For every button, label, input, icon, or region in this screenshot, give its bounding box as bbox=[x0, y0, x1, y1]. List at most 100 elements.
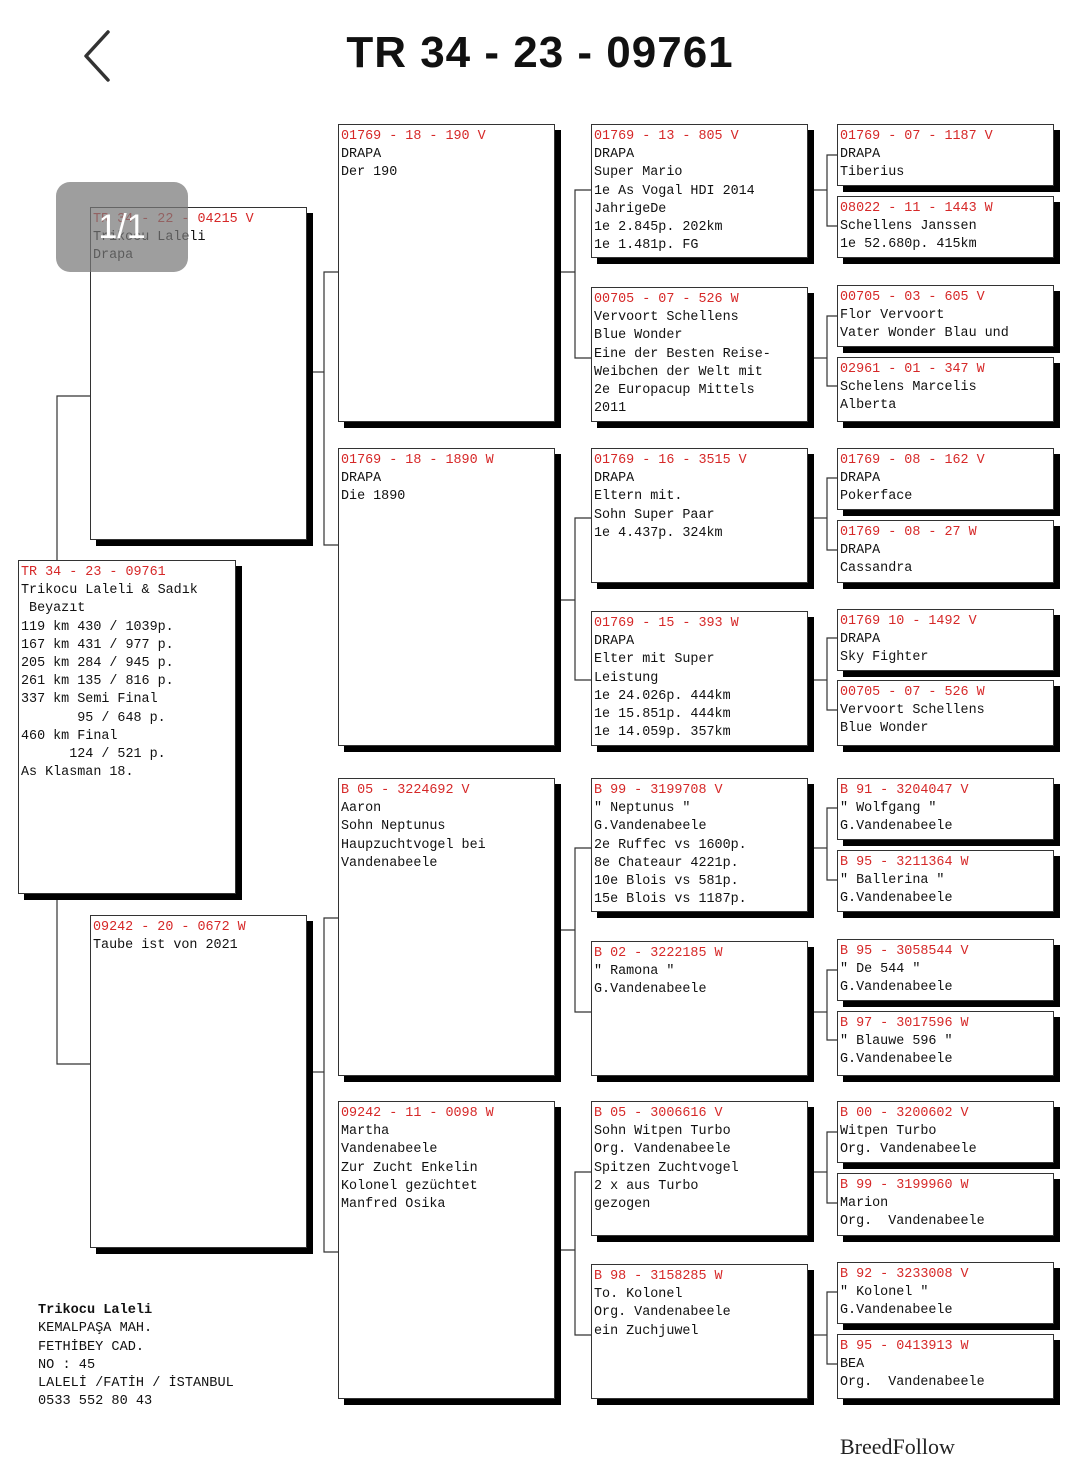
card-line: 1e 2.845p. 202km bbox=[594, 220, 723, 236]
card-line: 15e Blois vs 1187p. bbox=[594, 892, 747, 908]
card-line: G.Vandenabeele bbox=[594, 982, 707, 998]
card-line: " Kolonel " bbox=[840, 1285, 929, 1301]
great-grandparent-card-10[interactable]: B 95 - 3211364 W " Ballerina " G.Vandenabe… bbox=[837, 850, 1054, 912]
ring-number: 02961 - 01 - 347 W bbox=[840, 362, 985, 377]
card-line: G.Vandenabeele bbox=[594, 819, 707, 835]
card-line: 2e Europacup Mittels bbox=[594, 383, 755, 399]
card-line: Taube ist von 2021 bbox=[93, 938, 238, 954]
card-line: Aaron bbox=[341, 801, 382, 817]
card-line: Schelens Marcelis bbox=[840, 380, 977, 396]
card-line: Sky Fighter bbox=[840, 650, 929, 666]
brand-watermark: BreedFollow bbox=[840, 1434, 955, 1459]
card-line: Kolonel gezüchtet bbox=[341, 1178, 478, 1194]
ring-number: TR 34 - 23 - 09761 bbox=[21, 565, 166, 580]
ring-number: 00705 - 07 - 526 W bbox=[840, 685, 985, 700]
ring-number: 00705 - 07 - 526 W bbox=[594, 292, 739, 307]
great-grandparent-card-9[interactable]: B 91 - 3204047 V" Wolfgang "G.Vandenabee… bbox=[837, 778, 1054, 840]
great-grandparent-card-7[interactable]: 01769 10 - 1492 V DRAPA Sky Fighter bbox=[837, 609, 1054, 671]
card-line: 1e 14.059p. 357km bbox=[594, 725, 731, 741]
great-grandparent-card-11[interactable]: B 95 - 3058544 V" De 544 "G.Vandenabeele bbox=[837, 939, 1054, 1001]
card-line: Schellens Janssen bbox=[840, 219, 977, 235]
ring-number: B 92 - 3233008 V bbox=[840, 1267, 969, 1282]
card-line: 119 km 430 / 1039p. bbox=[21, 619, 174, 635]
ring-number: B 02 - 3222185 W bbox=[594, 946, 723, 961]
card-line: " Neptunus " bbox=[594, 801, 691, 817]
owner-address-line: FETHİBEY CAD. bbox=[38, 1339, 145, 1355]
ring-number: B 91 - 3204047 V bbox=[840, 783, 969, 798]
owner-address-line: LALELİ /FATİH / İSTANBUL bbox=[38, 1376, 234, 1392]
card-line: 337 km Semi Final bbox=[21, 692, 158, 708]
great-grandparent-card-15[interactable]: B 92 - 3233008 V " Kolonel " G.Vandenabeel… bbox=[837, 1262, 1054, 1324]
owner-address-line: KEMALPAŞA MAH. bbox=[38, 1321, 153, 1337]
card-line: Beyazıt bbox=[21, 601, 86, 617]
page-counter-badge: 1/1 bbox=[56, 182, 188, 272]
card-line: JahrigeDe bbox=[594, 201, 667, 217]
card-line: gezogen bbox=[594, 1197, 651, 1213]
card-line: Blue Wonder bbox=[840, 721, 929, 737]
card-line: Tiberius bbox=[840, 165, 905, 181]
card-line: G.Vandenabeele bbox=[840, 1303, 953, 1319]
card-line: Sohn Witpen Turbo bbox=[594, 1124, 731, 1140]
ring-number: 01769 - 18 - 190 V bbox=[341, 129, 486, 144]
card-line: 1e 24.026p. 444km bbox=[594, 688, 731, 704]
card-line: DRAPA bbox=[840, 632, 881, 648]
card-line: Vervoort Schellens bbox=[840, 703, 985, 719]
card-line: Org. Vandenabeele bbox=[594, 1142, 731, 1158]
card-line: " Ramona " bbox=[594, 964, 675, 980]
ring-number: 01769 - 15 - 393 W bbox=[594, 616, 739, 631]
ring-number: B 99 - 3199708 V bbox=[594, 783, 723, 798]
card-line: DRAPA bbox=[341, 471, 382, 487]
chevron-left-icon[interactable] bbox=[78, 26, 122, 86]
card-line: Spitzen Zuchtvogel bbox=[594, 1160, 739, 1176]
owner-address-line: 0533 552 80 43 bbox=[38, 1394, 153, 1410]
card-line: Haupzuchtvogel bei bbox=[341, 837, 486, 853]
great-grandparent-card-12[interactable]: B 97 - 3017596 W" Blauwe 596 "G.Vandenab… bbox=[837, 1011, 1054, 1076]
card-line: DRAPA bbox=[840, 471, 881, 487]
card-line: Super Mario bbox=[594, 165, 683, 181]
card-line: Elter mit Super bbox=[594, 652, 715, 668]
card-line: Vater Wonder Blau und bbox=[840, 326, 1009, 342]
ring-number: 01769 - 07 - 1187 V bbox=[840, 129, 993, 144]
ring-number: B 99 - 3199960 W bbox=[840, 1178, 969, 1193]
card-line: " Ballerina " bbox=[840, 873, 945, 889]
ring-number: 09242 - 11 - 0098 W bbox=[341, 1106, 494, 1121]
card-line: Flor Vervoort bbox=[840, 308, 945, 324]
card-line: 205 km 284 / 945 p. bbox=[21, 656, 174, 672]
card-line: Alberta bbox=[840, 398, 897, 414]
dss-card[interactable]: B 99 - 3199708 V " Neptunus " G.Vandenabee… bbox=[591, 778, 808, 912]
card-line: ein Zuchjuwel bbox=[594, 1323, 699, 1339]
ring-number: 00705 - 03 - 605 V bbox=[840, 290, 985, 305]
card-line: G.Vandenabeele bbox=[840, 980, 953, 996]
dsd-card[interactable]: B 02 - 3222185 W " Ramona " G.Vandenabeele bbox=[591, 941, 808, 1076]
card-line: G.Vandenabeele bbox=[840, 891, 953, 907]
card-line: 1e As Vogal HDI 2014 bbox=[594, 183, 755, 199]
ring-number: 01769 10 - 1492 V bbox=[840, 614, 977, 629]
card-line: G.Vandenabeele bbox=[840, 1052, 953, 1068]
top-bar: TR 34 - 23 - 09761 bbox=[0, 0, 1080, 110]
ring-number: B 95 - 3211364 W bbox=[840, 855, 969, 870]
card-line: 95 / 648 p. bbox=[21, 710, 166, 726]
